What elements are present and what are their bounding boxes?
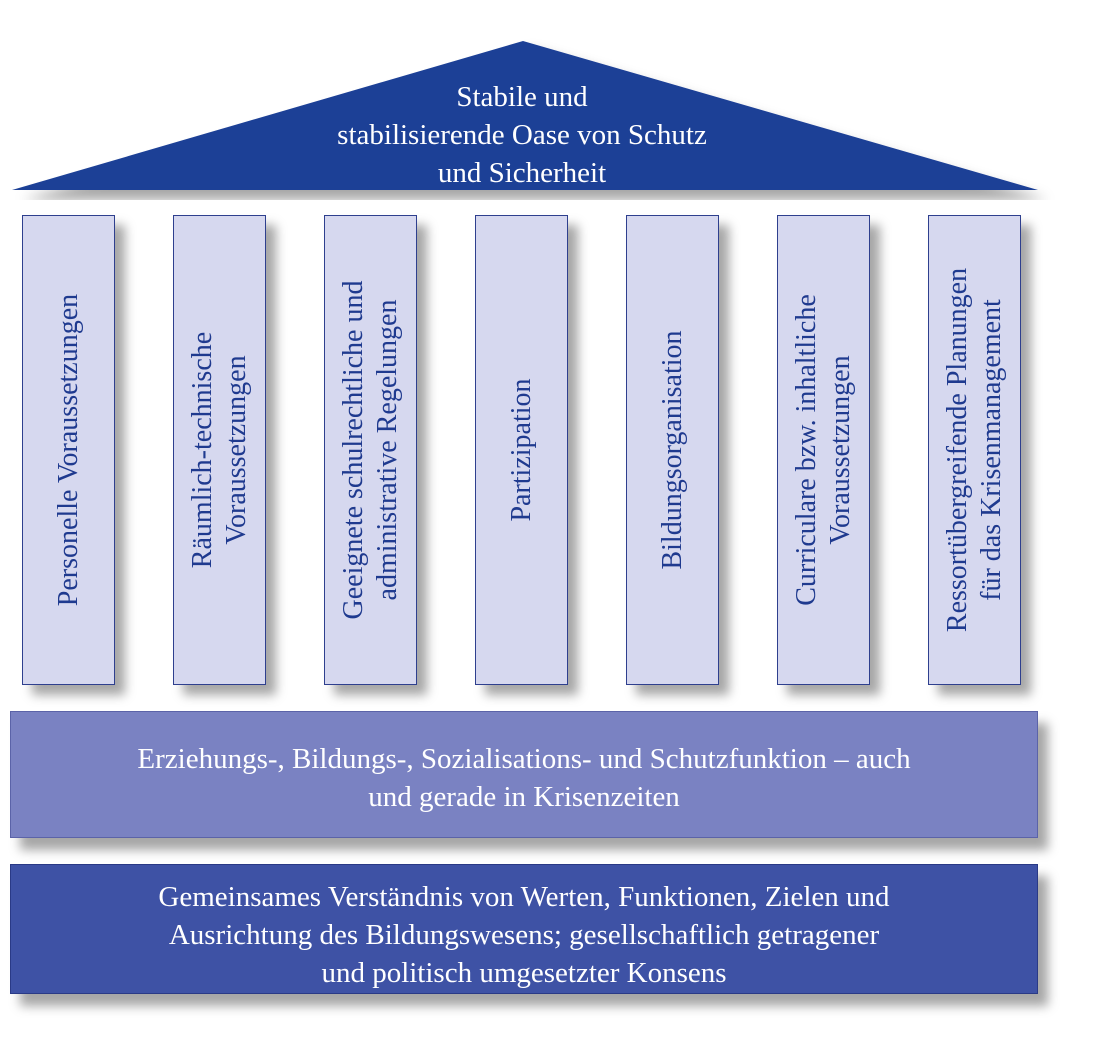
consensus-band: Gemeinsames Verständnis von Werten, Funk…: [10, 864, 1038, 994]
function-band-line: Erziehungs-, Bildungs-, Sozialisations- …: [137, 743, 911, 775]
roof-title-line: Stabile und: [456, 81, 588, 113]
function-band: Erziehungs-, Bildungs-, Sozialisations- …: [10, 711, 1038, 838]
consensus-band-line: Ausrichtung des Bildungswesens; gesellsc…: [168, 919, 880, 951]
pillar-label-line: Voraussetzungen: [824, 355, 856, 545]
pillar-raeumlich-technische-voraussetzungen: Räumlich-technische Voraussetzungen: [173, 215, 266, 685]
roof: [12, 41, 1038, 190]
pillar-label-line: für das Krisenmanagement: [975, 299, 1007, 601]
pillar-label-line: Räumlich-technische: [186, 331, 218, 569]
pillar-curriculare-voraussetzungen: Curriculare bzw. inhaltliche Voraussetzu…: [777, 215, 870, 685]
pillar-label: Geeignete schulrechtliche und administra…: [337, 220, 405, 680]
pillar-label: Räumlich-technische Voraussetzungen: [186, 220, 254, 680]
pillar-label: Ressortübergreifende Planungen für das K…: [941, 220, 1009, 680]
pillar-label-line: Personelle Voraussetzungen: [52, 293, 84, 607]
pillar-bildungsorganisation: Bildungsorganisation: [626, 215, 719, 685]
pillar-schulrechtliche-regelungen: Geeignete schulrechtliche und administra…: [324, 215, 417, 685]
pillar-label-line: Bildungsorganisation: [656, 330, 688, 570]
roof-title-line: und Sicherheit: [437, 157, 607, 189]
roof-triangle: [12, 41, 1038, 190]
roof-title-line: stabilisierende Oase von Schutz: [337, 119, 707, 151]
consensus-band-line: und politisch umgesetzter Konsens: [321, 957, 727, 989]
pillar-label-line: Voraussetzungen: [220, 355, 252, 545]
pillar-label-line: administrative Regelungen: [371, 299, 403, 601]
pillar-label: Bildungsorganisation: [656, 220, 690, 680]
pillar-krisenmanagement: Ressortübergreifende Planungen für das K…: [928, 215, 1021, 685]
pillar-personelle-voraussetzungen: Personelle Voraussetzungen: [22, 215, 115, 685]
pillar-partizipation: Partizipation: [475, 215, 568, 685]
pillar-label: Curriculare bzw. inhaltliche Voraussetzu…: [790, 220, 858, 680]
function-band-line: und gerade in Krisenzeiten: [368, 781, 680, 813]
pillar-label-line: Partizipation: [505, 378, 537, 522]
pillar-label: Personelle Voraussetzungen: [52, 220, 86, 680]
consensus-band-line: Gemeinsames Verständnis von Werten, Funk…: [158, 881, 890, 913]
pillar-label-line: Ressortübergreifende Planungen: [941, 267, 973, 633]
pillar-label-line: Curriculare bzw. inhaltliche: [790, 294, 822, 606]
roof-title: Stabile und stabilisierende Oase von Sch…: [262, 78, 782, 192]
pillar-label-line: Geeignete schulrechtliche und: [337, 280, 369, 620]
pillar-label: Partizipation: [505, 220, 539, 680]
